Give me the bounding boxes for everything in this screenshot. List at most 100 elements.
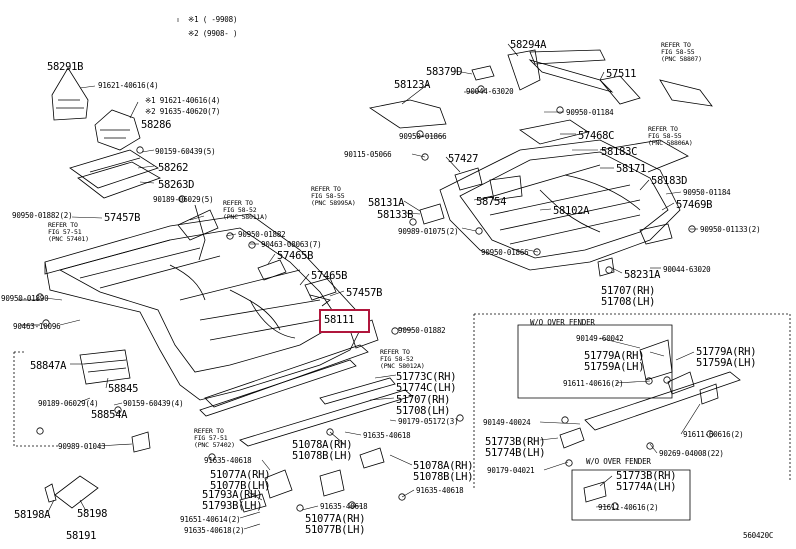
callout-51779a-51759a-a[interactable]: 51779A(RH) 51759A(LH) bbox=[584, 350, 645, 373]
callout-58191[interactable]: 58191 bbox=[66, 530, 97, 542]
callout-58845[interactable]: 58845 bbox=[108, 383, 139, 395]
callout-58286[interactable]: 58286 bbox=[141, 119, 172, 131]
callout-57457b-a[interactable]: 57457B bbox=[104, 212, 141, 224]
callout-58183c[interactable]: 58183C bbox=[601, 146, 638, 158]
callout-58291b[interactable]: 58291B bbox=[47, 61, 84, 73]
callout-51773b-51774b-a[interactable]: 51773B(RH) 51774B(LH) bbox=[485, 436, 546, 459]
callout-wo-over-fender-a[interactable]: W/O OVER FENDER bbox=[530, 318, 595, 327]
part-58845-detail bbox=[83, 359, 127, 373]
callout-58754[interactable]: 58754 bbox=[476, 196, 507, 208]
callout-51077a-51077b-b[interactable]: 51077A(RH) 51077B(LH) bbox=[305, 513, 366, 536]
callout-refer-58-55-b[interactable]: REFER TO FIG 58-55 (PNC 58806A) bbox=[648, 125, 693, 147]
callout-refer-58-52-b[interactable]: REFER TO FIG 58-52 (PNC 58012A) bbox=[380, 348, 425, 370]
callout-refer-58-55-a[interactable]: REFER TO FIG 58-55 (PNC 58807) bbox=[661, 41, 702, 63]
callout-refer-58-55-c[interactable]: REFER TO FIG 58-55 (PNC 58995A) bbox=[311, 185, 356, 207]
callout-refer-58-52-a[interactable]: REFER TO FIG 58-52 (PNC 58011A) bbox=[223, 199, 268, 221]
callout-90189-06029-5[interactable]: 90189-06029(5) bbox=[153, 195, 214, 204]
callout-51078a-51078b-a[interactable]: 51078A(RH) 51078B(LH) bbox=[292, 439, 353, 462]
floor-ribs bbox=[79, 247, 331, 341]
callout-51779a-51759a-b[interactable]: 51779A(RH) 51759A(LH) bbox=[696, 346, 757, 369]
callout-91611-60616-2[interactable]: 91611-60616(2) bbox=[683, 430, 744, 439]
callout-91621-40616-4[interactable]: 91621-40616(4) bbox=[98, 81, 159, 90]
part-58263d bbox=[77, 161, 161, 199]
callout-90989-01075-2[interactable]: 90989-01075(2) bbox=[398, 227, 459, 236]
callout-57457b-b[interactable]: 57457B bbox=[346, 287, 383, 299]
callout-90115-05066[interactable]: 90115-05066 bbox=[344, 150, 392, 159]
callout-58102a[interactable]: 58102A bbox=[553, 205, 590, 217]
highlighted-part-box[interactable]: 58111 bbox=[319, 309, 370, 333]
callout-90950-01882-b[interactable]: 90950-01882 bbox=[398, 326, 446, 335]
callout-90149-40024[interactable]: 90149-40024 bbox=[483, 418, 531, 427]
callout-57468c[interactable]: 57468C bbox=[578, 130, 615, 142]
callout-58198a[interactable]: 58198A bbox=[14, 509, 51, 521]
callout-90950-01184-b[interactable]: 90950-01184 bbox=[683, 188, 731, 197]
callout-91635-40618-a[interactable]: 91635-40618 bbox=[204, 456, 252, 465]
callout-91635-40618-d[interactable]: 91635-40618 bbox=[416, 486, 464, 495]
callout-58294a[interactable]: 58294A bbox=[510, 39, 547, 51]
callout-58854a[interactable]: 58854A bbox=[91, 409, 128, 421]
callout-58133b[interactable]: 58133B bbox=[377, 209, 414, 221]
callout-wo-over-fender-b[interactable]: W/O OVER FENDER bbox=[586, 457, 651, 466]
callout-91635-40618-b[interactable]: 91635-40618 bbox=[363, 431, 411, 440]
callout-58263d[interactable]: 58263D bbox=[158, 179, 195, 191]
callout-51078a-51078b-b[interactable]: 51078A(RH) 51078B(LH) bbox=[413, 460, 474, 483]
callout-91635-40618-c[interactable]: 91635-40618 bbox=[320, 502, 368, 511]
callout-90044-63020-a[interactable]: 90044-63020 bbox=[466, 87, 514, 96]
callout-90189-06029-4[interactable]: 90189-06029(4) bbox=[38, 399, 99, 408]
callout-90950-01184-a[interactable]: 90950-01184 bbox=[566, 108, 614, 117]
callout-58198[interactable]: 58198 bbox=[77, 508, 108, 520]
callout-58847a[interactable]: 58847A bbox=[30, 360, 67, 372]
callout-90044-63020-b[interactable]: 90044-63020 bbox=[663, 265, 711, 274]
leader-line-68 bbox=[389, 454, 413, 466]
callout-58379d[interactable]: 58379D bbox=[426, 66, 463, 78]
callout-90950-01890[interactable]: 90950-01890 bbox=[1, 294, 49, 303]
callout-91611-40616-2[interactable]: 91611-40616(2) bbox=[563, 379, 624, 388]
callout-51793a-51793b[interactable]: 51793A(RH) 51793B(LH) bbox=[202, 489, 263, 512]
callout-51077a-51077b-a[interactable]: 51077A(RH) 51077B(LH) bbox=[210, 469, 271, 492]
leader-line-57 bbox=[543, 461, 569, 471]
callout-90179-05172-3[interactable]: 90179-05172(3) bbox=[398, 417, 459, 426]
callout-90179-04021[interactable]: 90179-04021 bbox=[487, 466, 535, 475]
callout-90950-01133-2[interactable]: 90950-01133(2) bbox=[700, 225, 761, 234]
callout-90269-04008-22[interactable]: 90269-04008(22) bbox=[659, 449, 724, 458]
callout-90950-01882-2[interactable]: 90950-01882(2) bbox=[12, 211, 73, 220]
callout-refer-57-51-a[interactable]: REFER TO FIG 57-51 (PNC 57401) bbox=[48, 221, 89, 243]
callout-57469b[interactable]: 57469B bbox=[676, 199, 713, 211]
callout-57465b-b[interactable]: 57465B bbox=[311, 270, 348, 282]
callout-58123a[interactable]: 58123A bbox=[394, 79, 431, 91]
callout-51773b-51774a-b[interactable]: 51773B(RH) 51774A(LH) bbox=[616, 470, 677, 493]
callout-51707-51708-b[interactable]: 51707(RH) 51708(LH) bbox=[601, 285, 656, 308]
callout-90463-08063-7[interactable]: 90463-08063(7) bbox=[261, 240, 322, 249]
callout-58131a[interactable]: 58131A bbox=[368, 197, 405, 209]
callout-90989-01043[interactable]: 90989-01043 bbox=[58, 442, 106, 451]
callout-58171[interactable]: 58171 bbox=[616, 163, 647, 175]
leader-line-11 bbox=[329, 290, 345, 297]
callout-58231a[interactable]: 58231A bbox=[624, 269, 661, 281]
callout-90950-01866-a[interactable]: 90950-01866 bbox=[399, 132, 447, 141]
callout-91651-40614-2[interactable]: 91651-40614(2) bbox=[180, 515, 241, 524]
callout-91611-40616-2-b[interactable]: 91611-40616(2) bbox=[598, 503, 659, 512]
leader-line-40 bbox=[473, 195, 493, 201]
callout-90950-01882-a[interactable]: 90950-01882 bbox=[238, 230, 286, 239]
callout-91635-40618-2[interactable]: 91635-40618(2) bbox=[184, 526, 245, 535]
callout-90463-10096[interactable]: 90463-10096 bbox=[13, 322, 61, 331]
part-51779a-a bbox=[639, 339, 673, 381]
callout-57511[interactable]: 57511 bbox=[606, 68, 637, 80]
fastener-30 bbox=[646, 442, 654, 450]
callout-x2-91635-40620-7[interactable]: ※2 91635-40620(7) bbox=[145, 107, 221, 116]
callout-refer-57-51-b[interactable]: REFER TO FIG 57-51 (PNC 57402) bbox=[194, 427, 235, 449]
leader-line-37 bbox=[639, 179, 650, 191]
callout-57427[interactable]: 57427 bbox=[448, 153, 479, 165]
callout-90950-01866-b[interactable]: 90950-01866 bbox=[481, 248, 529, 257]
callout-90149-60042[interactable]: 90149-60042 bbox=[576, 334, 624, 343]
callout-57465b-a[interactable]: 57465B bbox=[277, 250, 314, 262]
callout-90159-60439-4[interactable]: 90159-60439(4) bbox=[123, 399, 184, 408]
callout-90159-60439-5[interactable]: 90159-60439(5) bbox=[155, 147, 216, 156]
callout-51773c-51774c[interactable]: 51773C(RH) 51774C(LH) bbox=[396, 371, 457, 394]
callout-51707-51708-a[interactable]: 51707(RH) 51708(LH) bbox=[396, 394, 451, 417]
leader-line-52 bbox=[615, 380, 651, 384]
callout-x1-91621-40616-4[interactable]: ※1 91621-40616(4) bbox=[145, 96, 221, 105]
bracket-57457b bbox=[177, 209, 219, 241]
callout-58262[interactable]: 58262 bbox=[158, 162, 189, 174]
callout-58183d[interactable]: 58183D bbox=[651, 175, 688, 187]
